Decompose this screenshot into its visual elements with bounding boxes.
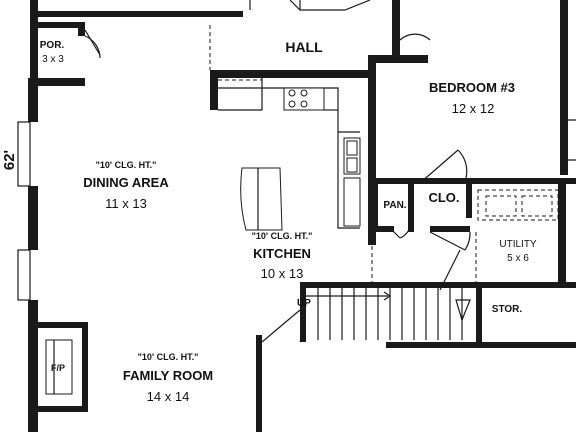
overall-dimension: 62' [1,150,18,170]
porch-size: 3 x 3 [42,54,64,65]
bedroom3-name: BEDROOM #3 [429,80,515,95]
utility-name: UTILITY [499,239,537,250]
stairs-up-label: UP [297,298,311,309]
family-name: FAMILY ROOM [123,368,213,383]
dining-name: DINING AREA [83,175,169,190]
fireplace-name: F/P [51,363,65,373]
storage-name: STOR. [492,304,523,315]
room-labels: POR. 3 x 3 HALL BEDROOM #3 12 x 12 "10' … [1,39,537,404]
kitchen-size: 10 x 13 [261,266,304,281]
utility-size: 5 x 6 [507,253,529,264]
dining-ceiling: "10' CLG. HT." [96,160,157,170]
dining-size: 11 x 13 [105,196,147,211]
hall-name: HALL [285,39,323,55]
interior-lines [17,0,576,395]
porch-name: POR. [40,40,65,51]
kitchen-island [240,167,283,231]
kitchen-name: KITCHEN [253,246,311,261]
family-ceiling: "10' CLG. HT." [138,352,199,362]
kitchen-ceiling: "10' CLG. HT." [252,231,313,241]
kitchen-fixtures [240,87,361,231]
closet-name: CLO. [428,190,459,205]
family-size: 14 x 14 [147,389,190,404]
pantry-name: PAN. [383,200,406,211]
bedroom3-size: 12 x 12 [452,101,495,116]
